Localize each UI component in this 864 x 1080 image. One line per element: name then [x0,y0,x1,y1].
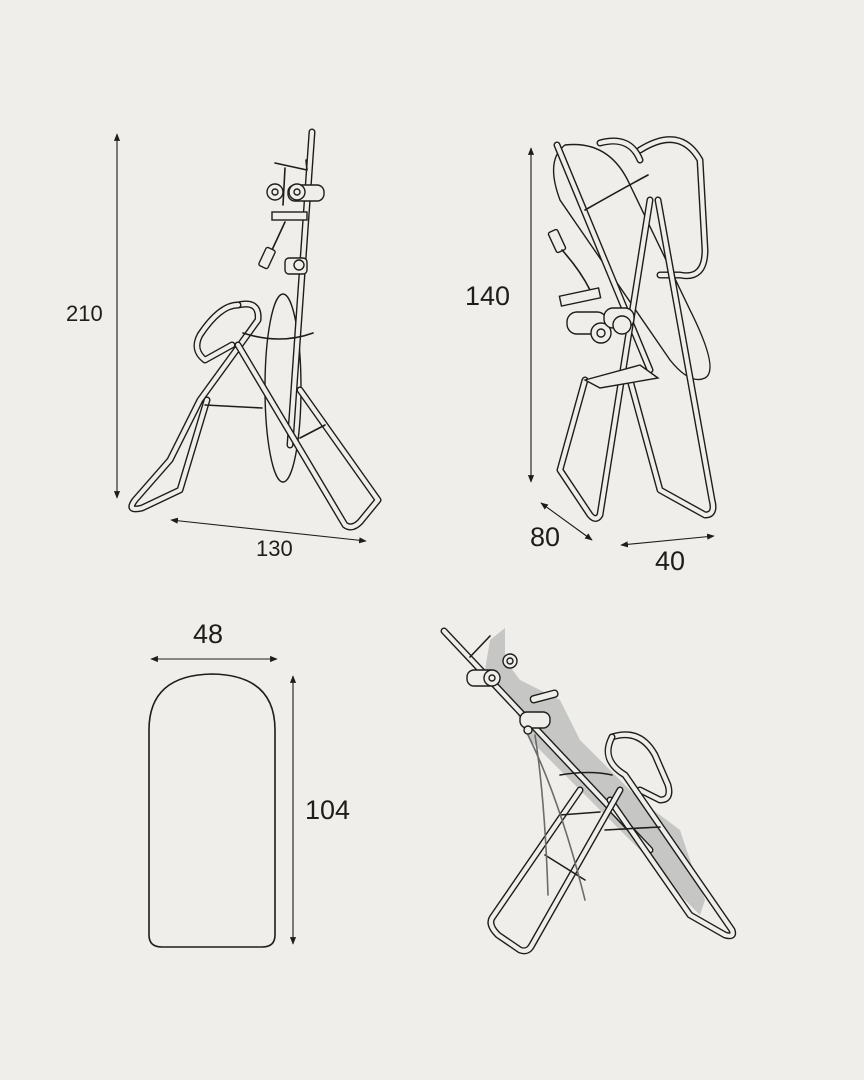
inverted-in-use-view [440,627,737,955]
width-40-arrow [620,533,715,548]
depth-130-arrow [170,517,367,544]
dim-label-board-width: 48 [193,619,224,649]
inverted-frame [487,731,737,955]
dim-label-height-folded: 140 [465,281,511,311]
main-rail [286,128,316,449]
dim-label-board-height: 104 [305,795,351,825]
backrest-board-outline [148,673,276,948]
dim-label-depth-folded: 80 [530,522,561,552]
dim-label-width-folded: 40 [655,546,686,576]
front-leg-frame [128,300,262,513]
ankle-rollers [266,183,325,202]
depth-80-arrow [540,502,593,541]
dim-label-depth-open: 130 [256,536,293,561]
folded-loops [596,136,709,280]
folded-rollers [566,307,635,344]
dim-label-height-open: 210 [66,301,103,326]
folded-view [527,136,717,548]
side-view-open [113,128,382,544]
backrest-board-view [148,655,297,948]
rear-leg-frame [234,341,382,531]
user-silhouette [485,628,705,915]
